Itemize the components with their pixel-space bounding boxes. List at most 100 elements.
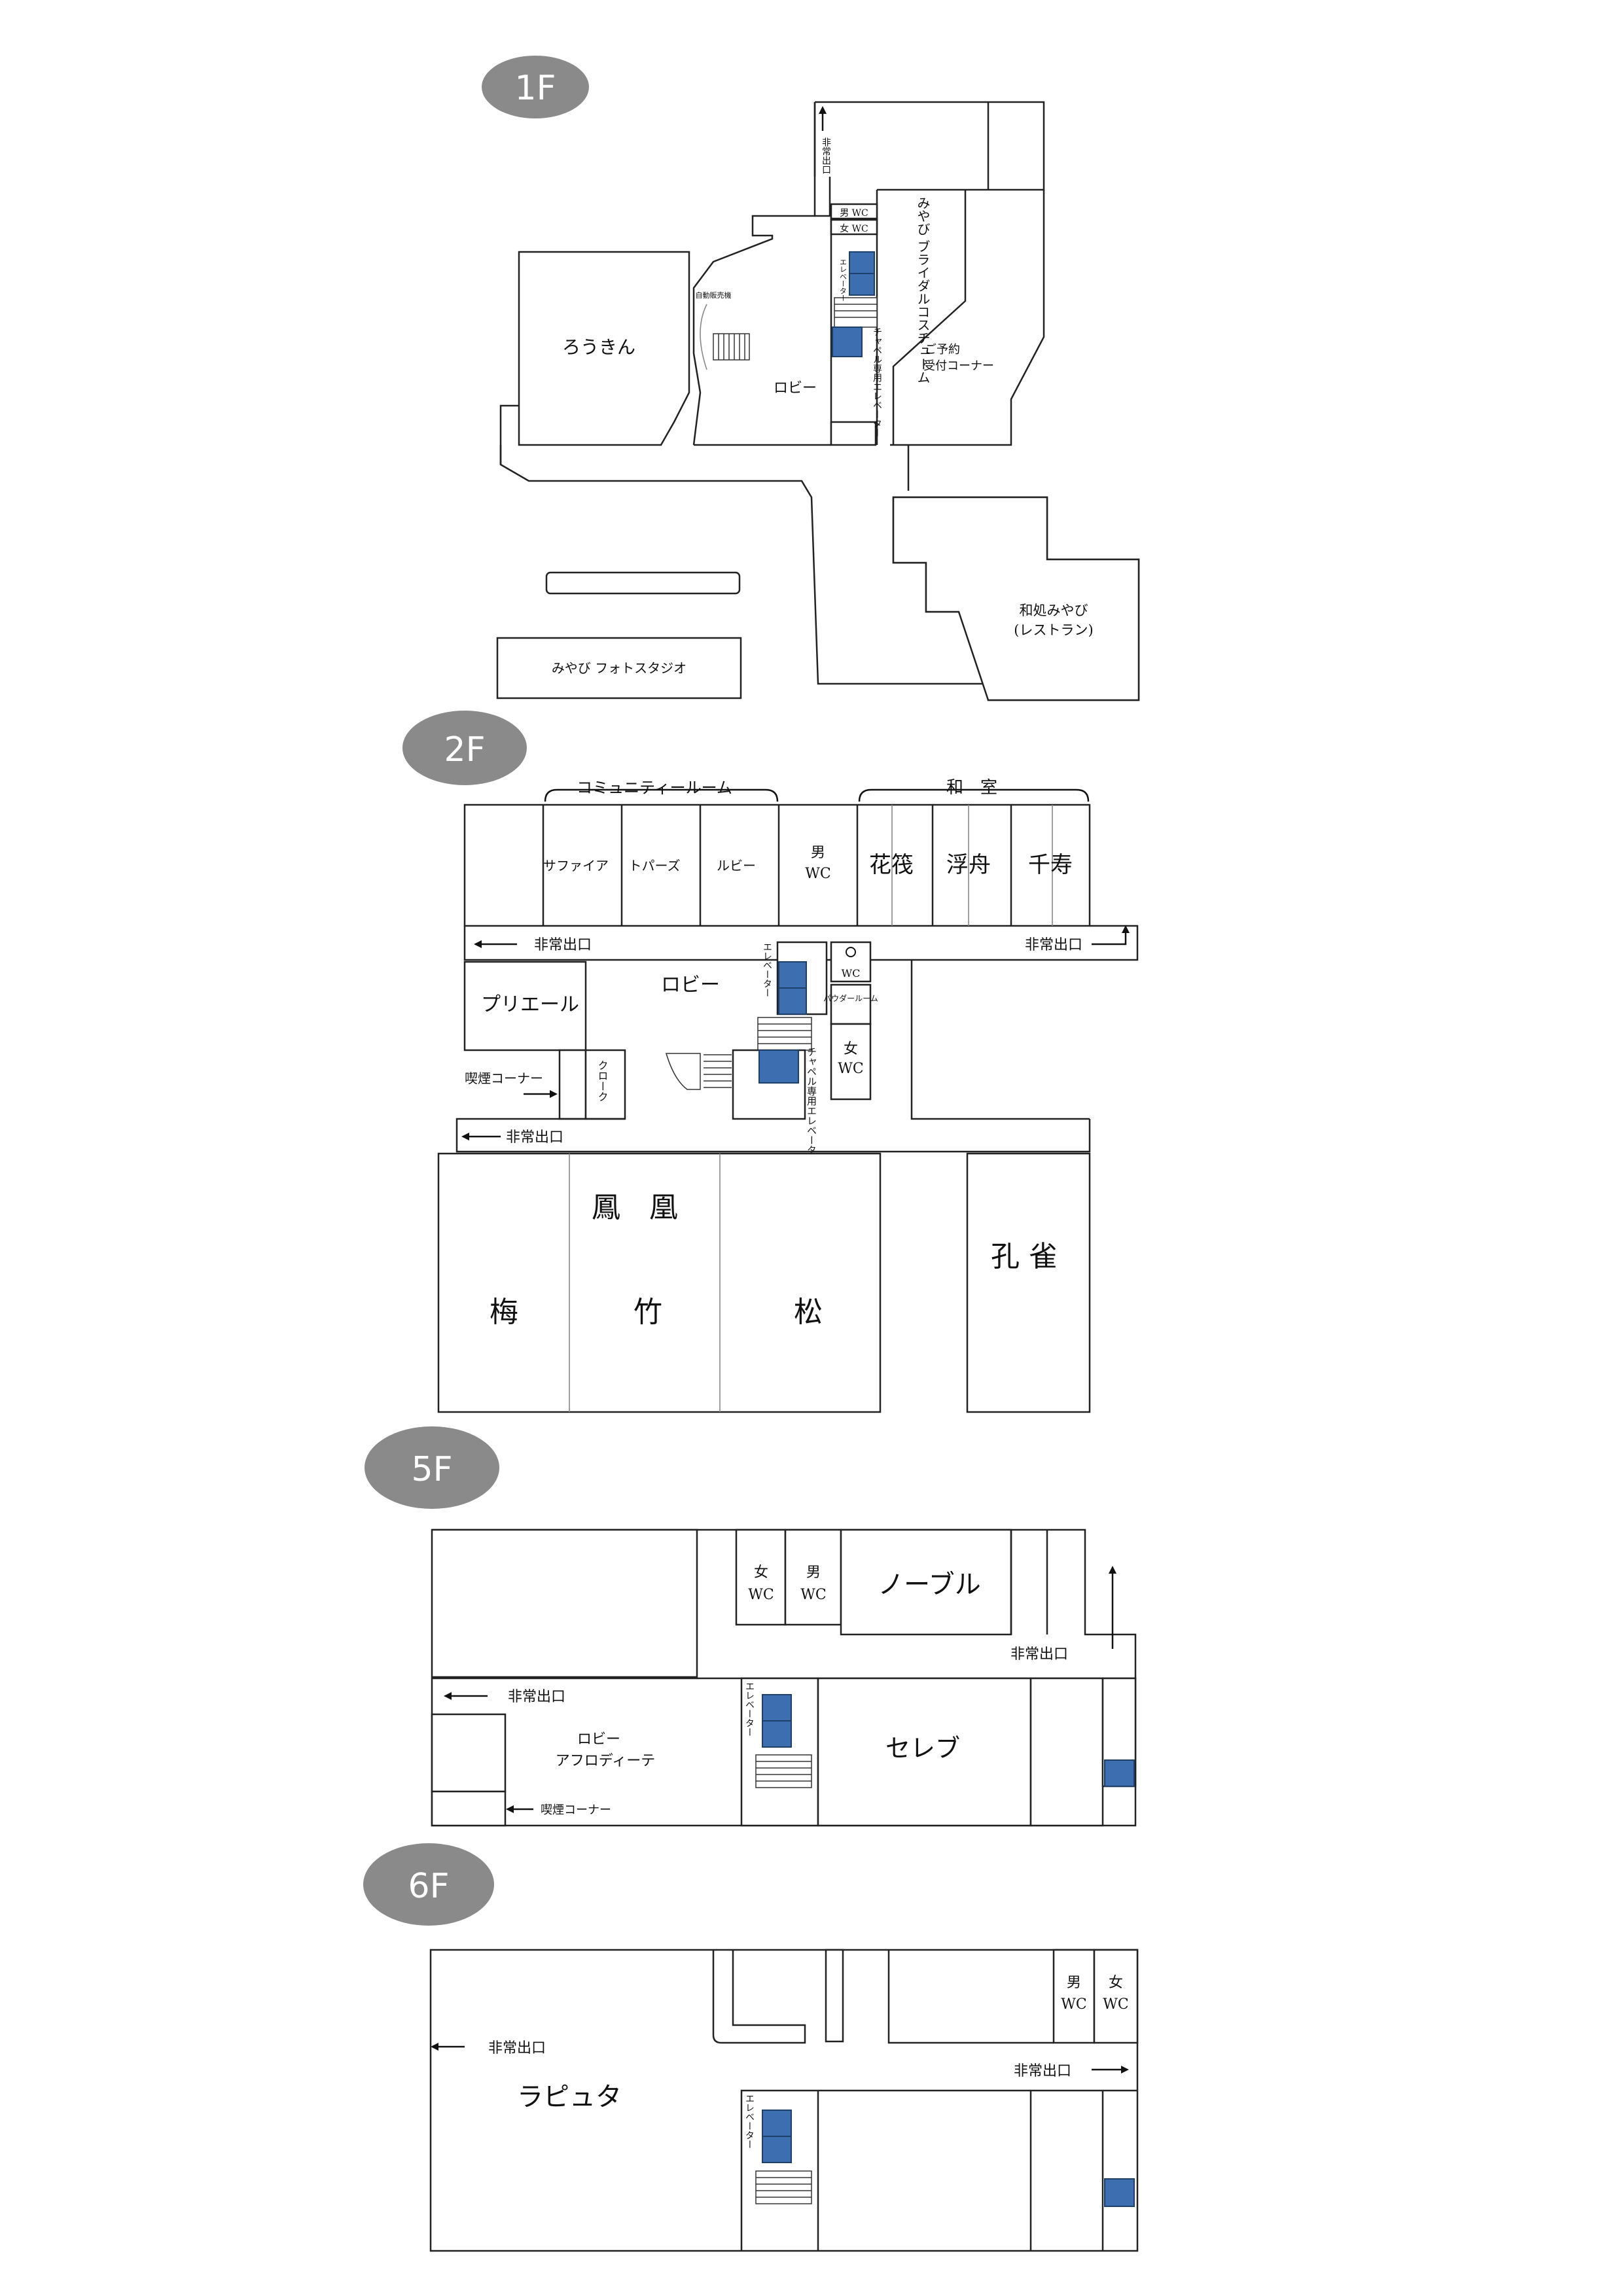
elevator-6f-a [762, 2110, 792, 2137]
label-powder-room: パウダールーム [823, 993, 878, 1003]
label-smoking-5f: 喫煙コーナー [541, 1803, 611, 1817]
elevator-1f-b [849, 273, 875, 296]
label-male-wc-6f-1: 男 [1067, 1975, 1081, 1991]
floor-badge-5f: 5F [365, 1426, 499, 1509]
label-celeb: セレブ [885, 1734, 960, 1763]
room-female-wc-5f [735, 1528, 787, 1626]
elevator-2f-a [778, 961, 807, 989]
label-topaz: トパーズ [629, 858, 681, 874]
label-houou: 鳳 凰 [592, 1191, 678, 1224]
room-male-wc-5f [784, 1528, 842, 1626]
room-restaurant [892, 496, 1140, 701]
label-ukifune: 浮舟 [946, 852, 991, 878]
label-take: 竹 [633, 1296, 662, 1329]
floor-label-1f: 1F [515, 69, 556, 108]
label-ruby: ルビー [717, 858, 756, 874]
label-male-wc-2f-2: WC [805, 866, 830, 882]
label-exit-2f-a: 非常出口 [534, 937, 592, 953]
label-exit-5f-a: 非常出口 [1010, 1646, 1068, 1663]
label-exit-6f-a: 非常出口 [488, 2040, 546, 2057]
floor-badge-1f: 1F [482, 56, 589, 118]
label-restaurant-1: 和処みやび [1020, 603, 1088, 618]
label-female-wc-2f-1: 女 [844, 1041, 858, 1057]
label-male-wc-5f-2: WC [800, 1587, 826, 1603]
floor-2f: 2F コミュニティールーム 和 室 サファイア トパーズ ルビー 男 WC 花筏… [402, 711, 1139, 1413]
label-vending: 自動販売機 [696, 291, 732, 300]
label-bridal: みやび ブライダルコスチューム [915, 196, 931, 383]
label-exit-1f: 非常出口 [821, 137, 831, 174]
label-accessible-wc: WC [842, 967, 861, 980]
label-reception-1: ご予約 [925, 343, 960, 357]
stairs-6f [755, 2170, 812, 2204]
label-male-wc-1f: 男 WC [840, 208, 868, 219]
floor-label-2f: 2F [444, 730, 486, 769]
floor-6f: 6F 男 WC 女 WC 非常出口 非常出口 ラピュタ エレベーター [363, 1843, 1139, 2252]
chapel-elevator-2f [758, 1050, 799, 1084]
label-male-wc-5f-1: 男 [806, 1564, 821, 1581]
label-female-wc-2f-2: WC [838, 1061, 863, 1077]
stairs-2f-a [757, 1017, 812, 1051]
label-exit-6f-b: 非常出口 [1014, 2063, 1071, 2079]
floor-1f: 1F ろうきん 自動販売機 [482, 56, 1140, 701]
elevator-6f-b [762, 2136, 792, 2163]
elevator-6f-c [1104, 2178, 1135, 2207]
floor-badge-2f: 2F [402, 711, 527, 785]
label-lobby-1f: ロビー [774, 380, 817, 397]
room-roukin [518, 251, 690, 446]
label-female-wc-5f-2: WC [748, 1587, 774, 1603]
room-houou [437, 1152, 882, 1413]
label-cloak: クローク [596, 1060, 609, 1102]
label-male-wc-2f-1: 男 [811, 845, 825, 861]
label-lobby-2f: ロビー [661, 974, 720, 997]
room-5f-nw [431, 1528, 698, 1678]
label-chapel-elevator-2f: チャペル専用エレベーター [806, 1047, 817, 1165]
label-prierre: プリエール [481, 993, 579, 1016]
elevator-5f-b [762, 1720, 792, 1748]
room-noble [840, 1528, 1012, 1636]
label-exit-5f-b: 非常出口 [508, 1689, 565, 1705]
room-prierre [463, 961, 587, 1051]
label-laputa: ラピュタ [517, 2082, 622, 2112]
stairs-5f [755, 1754, 812, 1788]
floor-5f: 5F 女 WC 男 WC ノーブル 非常出口 非常出口 喫煙コーナー ロビー ア… [365, 1426, 1137, 1827]
stairs-1f [713, 333, 750, 361]
label-female-wc-6f-2: WC [1103, 1996, 1128, 2013]
elevator-5f-a [762, 1694, 792, 1722]
chapel-elevator-1f [832, 327, 863, 357]
floor-badge-6f: 6F [363, 1843, 494, 1926]
elevator-1f-a [849, 251, 875, 274]
label-kujaku: 孔 雀 [991, 1240, 1058, 1273]
room-female-wc-6f [1093, 1949, 1139, 2044]
label-exit-2f-b: 非常出口 [1025, 937, 1082, 953]
room-kujaku [966, 1152, 1091, 1413]
label-reception-2: 受付コーナー [923, 359, 994, 373]
label-elevator-1f: エレベーター [839, 258, 847, 302]
label-smoking-2f: 喫煙コーナー [465, 1070, 543, 1086]
label-senju: 千寿 [1028, 852, 1073, 878]
label-female-wc-1f: 女 WC [840, 223, 868, 234]
label-hanaikada: 花筏 [869, 852, 914, 878]
label-elevator-6f: エレベーター [744, 2094, 755, 2149]
label-photo-studio: みやび フォトスタジオ [552, 660, 687, 676]
label-matsu: 松 [794, 1296, 823, 1329]
label-lobby-5f-2: アフロディーテ [556, 1753, 655, 1769]
label-female-wc-6f-1: 女 [1109, 1975, 1123, 1991]
label-sapphire: サファイア [543, 858, 609, 874]
room-photo-studio [496, 637, 742, 699]
room-male-wc-1f [830, 203, 878, 220]
label-community-room: コミュニティールーム [577, 779, 732, 797]
room-cloak [584, 1049, 626, 1120]
accessible-icon [846, 947, 856, 957]
floor-label-5f: 5F [412, 1450, 453, 1489]
label-female-wc-5f-1: 女 [754, 1564, 768, 1581]
bench-1f [545, 571, 741, 595]
label-elevator-2f: エレベーター [762, 942, 772, 997]
label-chapel-elevator-1f: チャペル専用エレベーター [872, 327, 882, 437]
elevator-5f-c [1104, 1759, 1135, 1787]
stairs-2f-b [665, 1053, 701, 1090]
room-female-wc-1f [830, 219, 878, 236]
label-noble: ノーブル [878, 1570, 981, 1600]
label-roukin: ろうきん [562, 336, 635, 358]
label-elevator-5f: エレベーター [744, 1682, 755, 1737]
